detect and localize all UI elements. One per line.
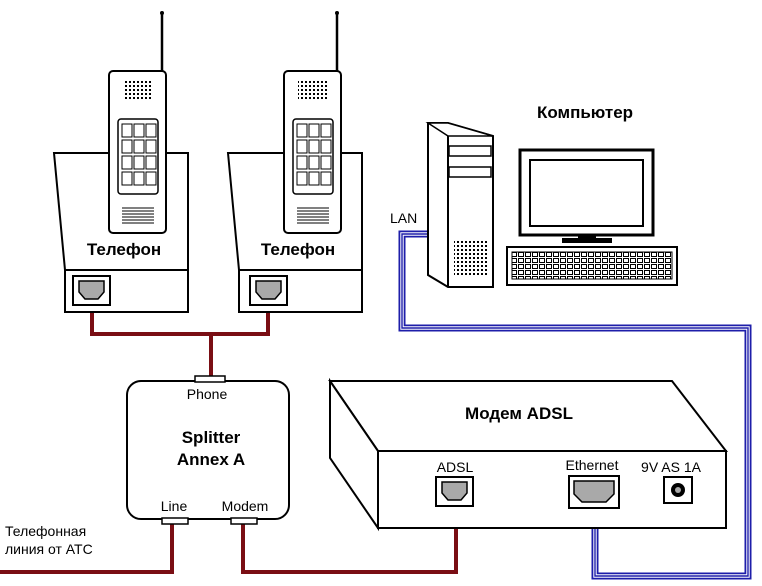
phone-cable-splitter-to-modem [241, 497, 458, 574]
splitter-title-line2: Annex A [177, 450, 245, 469]
phone-left: Телефон [52, 11, 189, 313]
phone-cables [0, 297, 458, 574]
splitter: Phone Splitter Annex A Line Modem [126, 375, 290, 525]
lan-label: LAN [390, 210, 417, 226]
phone-right-port [249, 275, 288, 306]
lan-cable [397, 229, 753, 581]
phone-cable-left-to-right [90, 297, 270, 336]
computer-label: Компьютер [537, 103, 633, 122]
line-caption-line1: Телефонная [5, 523, 86, 539]
splitter-title-line1: Splitter [182, 428, 241, 447]
mouthpiece-grille [297, 207, 329, 224]
modem-power-label: 9V AS 1A [641, 459, 702, 475]
earpiece-grille [123, 81, 153, 101]
phone-right-label: Телефон [261, 240, 335, 259]
computer-keyboard [506, 246, 678, 286]
mouthpiece-grille [122, 207, 154, 224]
phone-right: Телефон [226, 11, 363, 313]
modem-ethernet-port [568, 475, 620, 509]
computer-monitor [518, 148, 655, 243]
splitter-line-port-label: Line [161, 498, 188, 514]
modem-power-socket [663, 476, 693, 504]
splitter-phone-port-label: Phone [187, 386, 228, 402]
phone-left-port [72, 275, 111, 306]
modem-title: Модем ADSL [465, 404, 573, 423]
keypad [121, 123, 157, 186]
earpiece-grille [298, 81, 328, 101]
line-caption-line2: линия от АТС [5, 541, 93, 557]
computer-tower [425, 122, 494, 288]
computer: Компьютер LAN [390, 103, 678, 288]
modem-adsl-port [435, 476, 474, 507]
adsl-modem: Модем ADSL ADSL Ethernet 9V AS 1A [328, 377, 729, 532]
phone-left-label: Телефон [87, 240, 161, 259]
keypad [296, 123, 332, 186]
modem-ethernet-port-label: Ethernet [566, 457, 619, 473]
splitter-modem-port-label: Modem [222, 498, 269, 514]
modem-adsl-port-label: ADSL [437, 459, 474, 475]
phone-cable-line-in [0, 520, 174, 574]
